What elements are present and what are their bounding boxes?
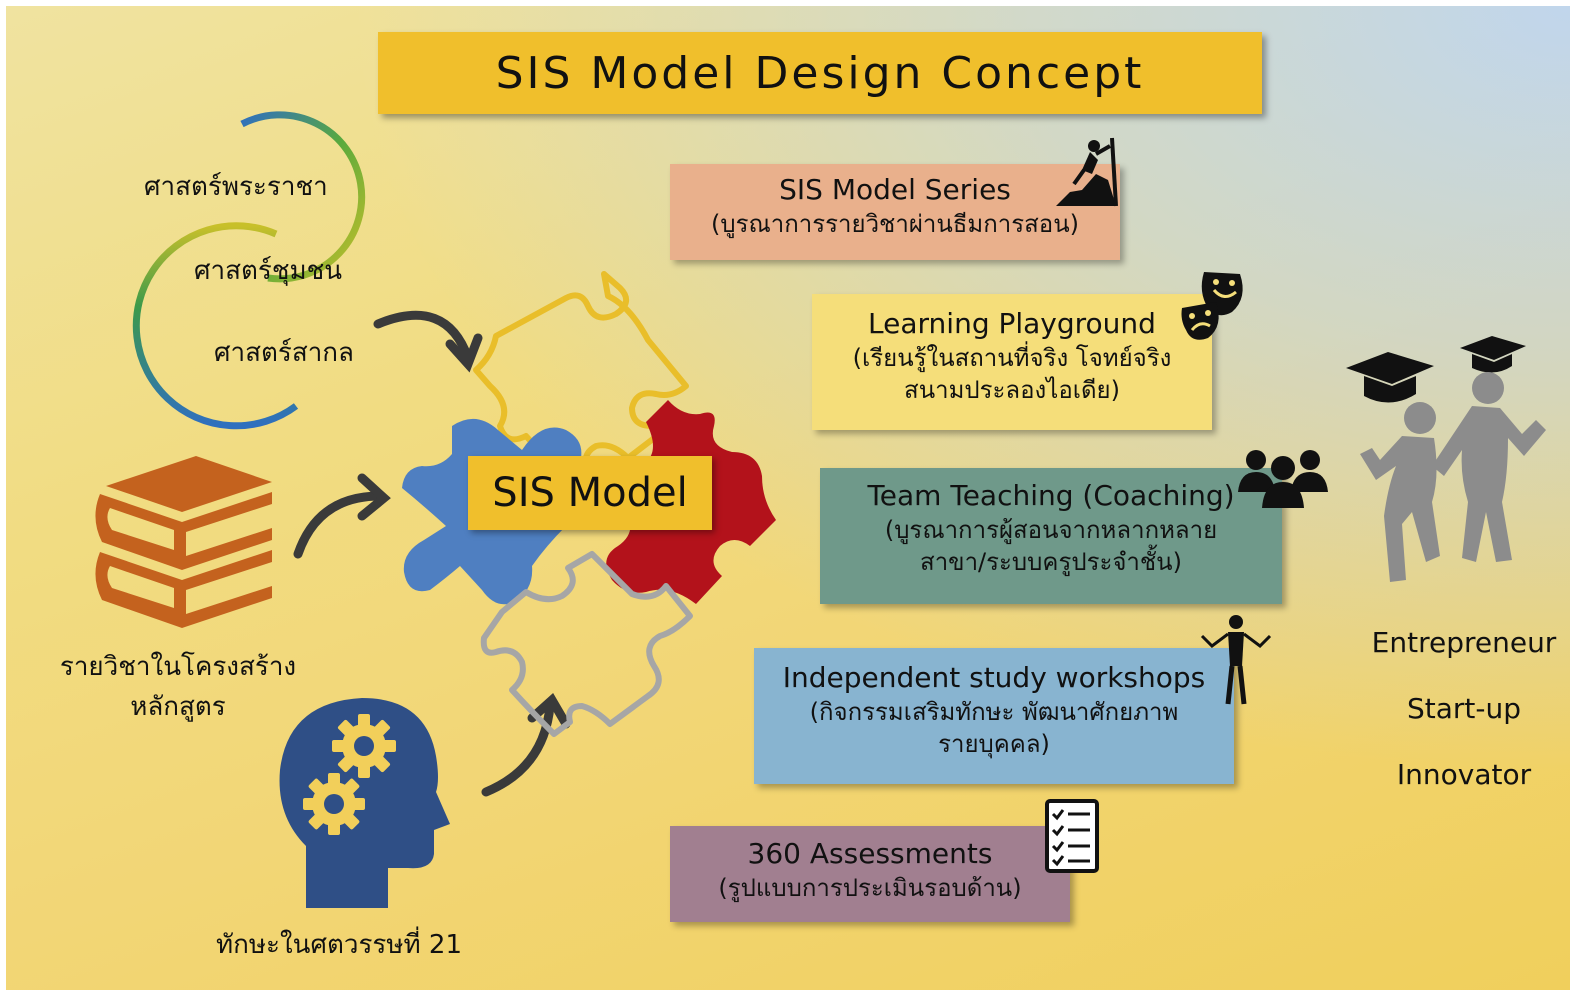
books-icon — [95, 456, 272, 628]
puzzle-graphic — [402, 271, 776, 737]
theater-masks-icon — [1181, 272, 1243, 340]
component-detail-line2: สนามประลองไอเดีย) — [904, 376, 1120, 404]
science-royal-label: ศาสตร์พระราชา — [144, 172, 328, 202]
component-heading: SIS Model Series — [779, 173, 1011, 206]
component-heading: Learning Playground — [868, 307, 1156, 340]
component-detail-line2: รายบุคคล) — [938, 730, 1050, 758]
component-detail-line2: สาขา/ระบบครูประจำชั้น) — [920, 548, 1182, 576]
climber-icon — [1056, 137, 1118, 207]
curriculum-label-line2: หลักสูตร — [130, 692, 226, 722]
outcome-innovator: Innovator — [1396, 758, 1532, 791]
person-stretch-icon — [1200, 615, 1272, 705]
sis-model-label: SIS Model — [468, 456, 712, 530]
component-detail-line1: (กิจกรรมเสริมทักษะ พัฒนาศักยภาพ — [809, 698, 1179, 726]
science-community-label: ศาสตร์ชุมชน — [194, 256, 343, 286]
component-team-teaching: Team Teaching (Coaching) (บูรณาการผู้สอน… — [820, 468, 1282, 604]
outcome-startup: Start-up — [1406, 692, 1522, 725]
outcome-entrepreneur: Entrepreneur — [1371, 626, 1557, 659]
component-detail-line1: (บูรณาการผู้สอนจากหลากหลาย — [884, 516, 1218, 544]
curriculum-label-line1: รายวิชาในโครงสร้าง — [59, 652, 297, 682]
component-detail: (รูปแบบการประเมินรอบด้าน) — [718, 874, 1022, 902]
component-learning-playground: Learning Playground (เรียนรู้ในสถานที่จร… — [812, 294, 1212, 430]
sis-model-text: SIS Model — [492, 470, 688, 516]
sciences-arcs — [132, 111, 366, 430]
graduates-icon — [1346, 336, 1546, 582]
title-banner: SIS Model Design Concept — [378, 32, 1262, 114]
checklist-icon — [1045, 799, 1099, 873]
head-gears-icon — [279, 698, 450, 908]
skills-label: ทักษะในศตวรรษที่ 21 — [216, 930, 462, 960]
component-heading: Independent study workshops — [782, 661, 1206, 694]
arrows — [293, 310, 571, 797]
component-heading: Team Teaching (Coaching) — [867, 479, 1235, 512]
page-title: SIS Model Design Concept — [495, 47, 1145, 99]
component-independent-study: Independent study workshops (กิจกรรมเสริ… — [754, 648, 1234, 784]
people-group-icon — [1238, 450, 1328, 508]
component-detail-line1: (เรียนรู้ในสถานที่จริง โจทย์จริง — [852, 344, 1172, 372]
component-heading: 360 Assessments — [747, 837, 993, 870]
component-detail: (บูรณาการรายวิชาผ่านธีมการสอน) — [711, 210, 1079, 238]
diagram-canvas: SIS Model Design Concept ศาสตร์พระราชา ศ… — [6, 6, 1570, 990]
science-universal-label: ศาสตร์สากล — [214, 338, 354, 368]
component-sis-model-series: SIS Model Series (บูรณาการรายวิชาผ่านธีม… — [670, 164, 1120, 260]
component-360-assessments: 360 Assessments (รูปแบบการประเมินรอบด้าน… — [670, 826, 1070, 922]
